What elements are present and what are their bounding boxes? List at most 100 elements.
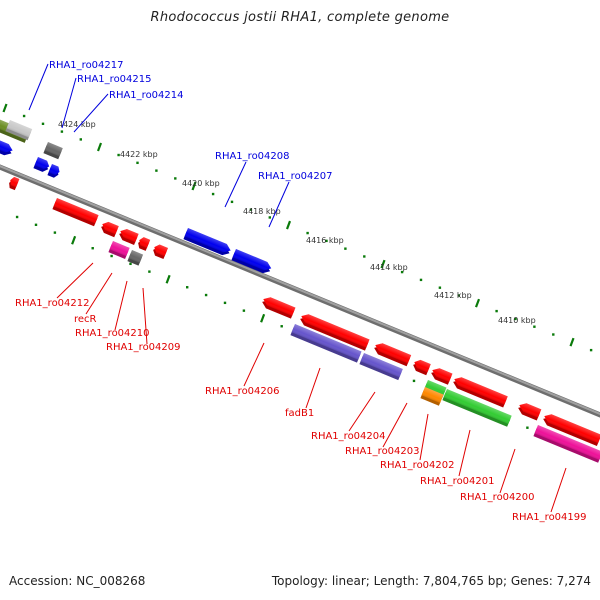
ruler-label: 4412 kbp xyxy=(434,291,472,300)
lower-ruler-minor-tick xyxy=(526,426,529,429)
gene-RHA1_ro04210[interactable] xyxy=(108,241,130,259)
gene-RHA1_ro04203-b[interactable] xyxy=(429,366,453,385)
gene-label[interactable]: RHA1_ro04208 xyxy=(215,151,290,162)
label-leader-line xyxy=(382,402,408,448)
gene-label[interactable]: RHA1_ro04207 xyxy=(258,171,333,182)
gene-label[interactable]: RHA1_ro04214 xyxy=(109,90,184,101)
gene-label[interactable]: RHA1_ro04210 xyxy=(75,328,150,339)
upper-ruler-minor-tick xyxy=(230,200,234,204)
upper-ruler-minor-tick xyxy=(60,130,64,133)
gene-highlight xyxy=(6,120,33,138)
lower-ruler-minor-tick xyxy=(242,309,246,312)
gene-highlight xyxy=(360,353,403,378)
gene-RHA1_ro04211[interactable] xyxy=(136,236,151,251)
gene-partial-blue[interactable] xyxy=(0,138,14,157)
upper-ruler-minor-tick xyxy=(495,309,498,313)
gene-RHA1_ro04214[interactable] xyxy=(33,157,51,173)
gene-RHA1_ro04201[interactable] xyxy=(442,389,512,427)
gene-label[interactable]: RHA1_ro04200 xyxy=(460,492,535,503)
gene-label[interactable]: recR xyxy=(74,314,97,325)
gene-highlight xyxy=(139,237,151,249)
gene-RHA1_ro04206-b[interactable] xyxy=(298,312,370,351)
gene-label[interactable]: RHA1_ro04215 xyxy=(77,74,152,85)
gene-RHA1_ro04200-a[interactable] xyxy=(451,375,508,408)
gene-RHA1_ro04212[interactable] xyxy=(52,198,99,227)
upper-ruler-minor-tick xyxy=(533,325,536,328)
ruler-label: 4416 kbp xyxy=(306,236,344,245)
gene-highlight xyxy=(232,249,272,271)
lower-ruler-minor-tick xyxy=(186,286,189,289)
gene-label[interactable]: RHA1_ro04203 xyxy=(345,446,420,457)
gene-RHA1_ro04206[interactable] xyxy=(260,295,296,319)
upper-ruler-minor-tick xyxy=(400,270,404,274)
lower-ruler-minor-tick xyxy=(412,379,416,383)
gene-highlight xyxy=(544,414,600,444)
lower-ruler-minor-tick xyxy=(15,215,19,219)
label-leader-line xyxy=(56,262,94,299)
gene-label[interactable]: fadB1 xyxy=(285,408,314,419)
gene-highlight xyxy=(424,380,447,396)
gene-label[interactable]: RHA1_ro04204 xyxy=(311,431,386,442)
upper-ruler-minor-tick xyxy=(325,239,328,243)
gene-RHA1_ro04211-b[interactable] xyxy=(151,243,169,260)
upper-ruler-minor-tick xyxy=(552,333,555,336)
gene-highlight xyxy=(34,157,50,170)
upper-ruler-minor-tick xyxy=(363,255,366,258)
lower-ruler-minor-tick xyxy=(223,301,227,305)
upper-ruler-minor-tick xyxy=(268,216,271,219)
gene-RHA1_ro04217[interactable] xyxy=(5,120,33,141)
upper-ruler-major-tick xyxy=(569,337,575,347)
lower-ruler-minor-tick xyxy=(280,325,283,328)
gene-RHA1_ro04214-b[interactable] xyxy=(47,164,61,179)
ruler-label: 4414 kbp xyxy=(370,263,408,272)
upper-ruler-minor-tick xyxy=(136,161,139,165)
gene-RHA1_ro04204[interactable] xyxy=(359,353,403,381)
gene-highlight xyxy=(534,425,600,461)
gene-partial-red[interactable] xyxy=(7,176,20,191)
label-leader-line xyxy=(305,367,321,409)
lower-ruler-major-tick xyxy=(165,274,171,284)
gene-highlight xyxy=(263,297,296,316)
upper-ruler-minor-tick xyxy=(457,294,460,297)
gene-label[interactable]: RHA1_ro04199 xyxy=(512,512,587,523)
gene-RHA1_ro04199[interactable] xyxy=(533,425,600,463)
gene-label[interactable]: RHA1_ro04217 xyxy=(49,60,124,71)
backbone xyxy=(0,164,600,418)
gene-RHA1_ro04207[interactable] xyxy=(231,249,273,275)
gene-RHA1_ro04200[interactable] xyxy=(516,401,542,421)
gene-label[interactable]: RHA1_ro04209 xyxy=(106,342,181,353)
gene-RHA1_ro04205[interactable] xyxy=(372,341,412,367)
label-leader-line xyxy=(550,467,567,513)
gene-label[interactable]: RHA1_ro04206 xyxy=(205,386,280,397)
gene-recR[interactable] xyxy=(99,220,119,238)
gene-highlight xyxy=(154,244,169,257)
upper-ruler-major-tick xyxy=(380,259,386,269)
ruler-label: 4410 kbp xyxy=(498,316,536,325)
gene-label[interactable]: RHA1_ro04212 xyxy=(15,298,90,309)
gene-recR-b[interactable] xyxy=(117,227,139,245)
ruler-label: 4424 kbp xyxy=(58,120,96,129)
map-title: Rhodococcus jostii RHA1, complete genome xyxy=(150,10,450,25)
gene-label[interactable]: RHA1_ro04202 xyxy=(380,460,455,471)
label-leader-line xyxy=(73,93,109,133)
upper-ruler-minor-tick xyxy=(514,317,517,321)
label-leader-line xyxy=(243,342,265,387)
label-leader-line xyxy=(348,391,376,432)
lower-ruler-minor-tick xyxy=(204,293,208,297)
upper-ruler-major-tick xyxy=(474,298,481,308)
gene-fadB1[interactable] xyxy=(290,324,362,363)
gene-RHA1_ro04209[interactable] xyxy=(127,250,144,266)
gene-RHA1_ro04208[interactable] xyxy=(183,228,232,257)
upper-ruler-major-tick xyxy=(285,220,292,230)
label-leader-line xyxy=(499,448,516,494)
label-leader-line xyxy=(114,280,128,331)
gene-label[interactable]: RHA1_ro04201 xyxy=(420,476,495,487)
gene-RHA1_ro04203[interactable] xyxy=(411,358,431,376)
gene-RHA1_ro04202[interactable] xyxy=(420,387,444,406)
upper-ruler-minor-tick xyxy=(438,286,442,289)
gene-highlight xyxy=(128,250,144,263)
gene-RHA1_ro04215[interactable] xyxy=(43,142,63,160)
lower-ruler-major-tick xyxy=(71,235,77,245)
gene-RHA1_ro04200-c[interactable] xyxy=(541,412,600,446)
